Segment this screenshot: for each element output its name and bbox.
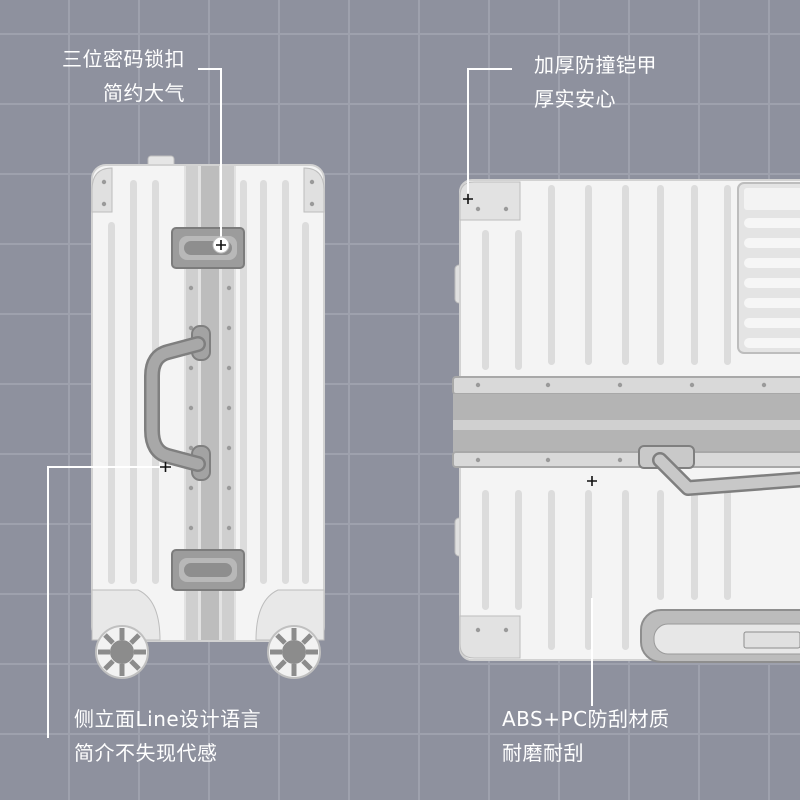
lock-icon (171, 227, 245, 269)
handle-icon (638, 445, 800, 496)
plus-marker-icon (587, 476, 597, 486)
callout-armor-subtitle: 厚实安心 (534, 87, 616, 111)
callout-lock: 三位密码锁扣 简约大气 (40, 42, 185, 110)
wheel-icon (95, 625, 149, 679)
lock-icon (171, 549, 245, 591)
wheel-icon (267, 625, 321, 679)
callout-lock-subtitle: 简约大气 (103, 81, 185, 105)
suitcase-front-view (91, 155, 325, 679)
handle-icon (144, 325, 211, 481)
plus-marker-icon (463, 194, 473, 204)
plus-marker-icon (160, 462, 171, 472)
callout-material-title: ABS+PC防刮材质 (502, 707, 670, 731)
callout-material-subtitle: 耐磨耐刮 (502, 741, 584, 765)
callout-side-subtitle: 简介不失现代感 (74, 741, 218, 765)
callout-side: 侧立面Line设计语言 简介不失现代感 (74, 702, 261, 770)
callout-armor: 加厚防撞铠甲 厚实安心 (534, 48, 657, 116)
callout-lock-title: 三位密码锁扣 (62, 47, 185, 71)
plus-marker-icon (212, 236, 230, 254)
callout-leaders (47, 68, 593, 738)
callout-armor-title: 加厚防撞铠甲 (534, 53, 657, 77)
suitcase-side-view (452, 179, 800, 663)
callout-side-title: 侧立面Line设计语言 (74, 707, 262, 731)
callout-material: ABS+PC防刮材质 耐磨耐刮 (502, 702, 670, 770)
